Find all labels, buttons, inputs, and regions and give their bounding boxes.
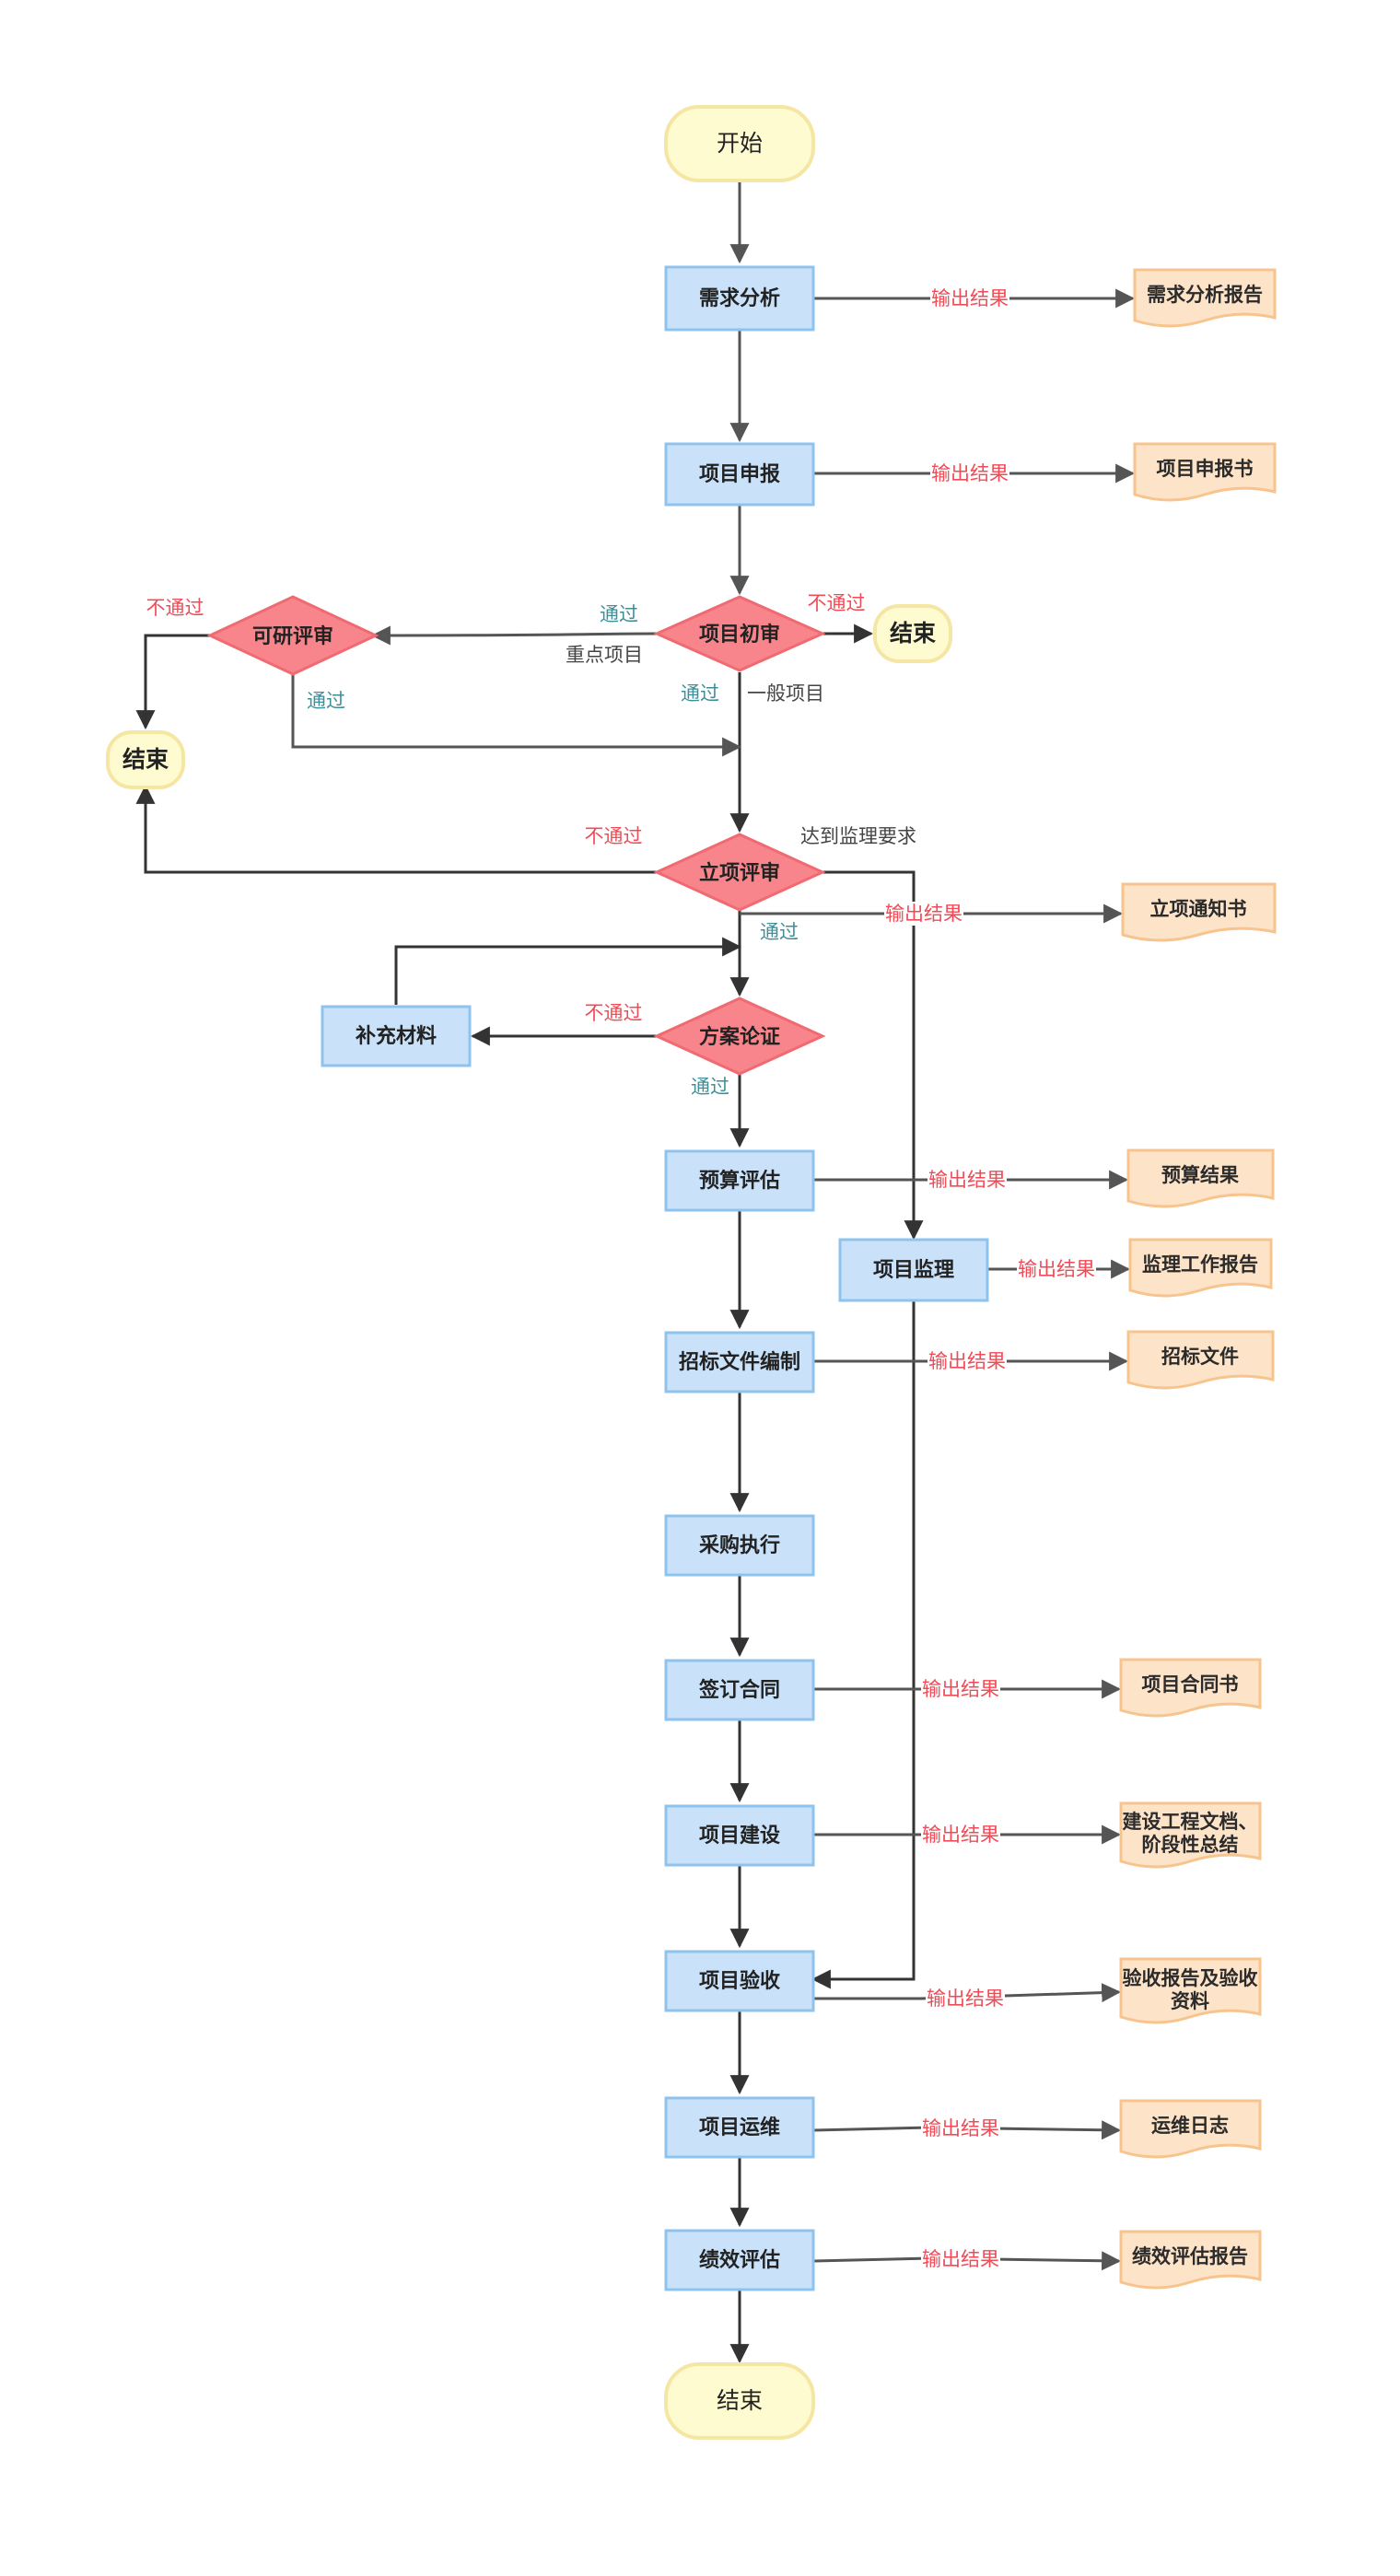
edge-label-feasibility-fail: 不通过 [146,597,204,619]
doc-budget-result: 预算结果 [1126,1148,1275,1208]
edge-label-initial-key-pass: 通过 [600,603,638,625]
doc-construction-docs-line2: 阶段性总结 [1142,1834,1239,1856]
process-budget-evaluation: 预算评估 [664,1149,815,1212]
edge-label-feasibility-pass: 通过 [307,690,345,712]
doc-budget-result-label: 预算结果 [1161,1164,1239,1186]
doc-approval-notice: 立项通知书 [1121,882,1277,942]
terminal-start-label: 开始 [717,130,763,157]
edge-label-initial-general-pass: 通过 [681,682,719,705]
process-bid-docs: 招标文件编制 [664,1331,815,1393]
process-procurement: 采购执行 [664,1514,815,1577]
doc-supervision-report: 监理工作报告 [1128,1238,1273,1298]
decision-plan-argument-label: 方案论证 [699,1025,780,1049]
process-contract: 签订合同 [664,1659,815,1721]
edge-label-output-supervision: 输出结果 [1018,1258,1095,1280]
doc-acceptance-docs-line1: 验收报告及验收 [1123,1967,1258,1989]
process-operation: 项目运维 [664,2096,815,2159]
edge-out-acceptance [813,1983,1122,2003]
decision-feasibility-review-label: 可研评审 [252,624,333,648]
terminal-end-main: 结束 [664,2362,815,2440]
doc-contract-book-label: 项目合同书 [1142,1673,1239,1696]
process-operation-label: 项目运维 [699,2116,780,2139]
edge-label-output-declaration: 输出结果 [931,462,1009,484]
edge-label-output-operation: 输出结果 [922,2117,999,2139]
process-performance: 绩效评估 [664,2229,815,2291]
doc-contract-book: 项目合同书 [1119,1658,1262,1718]
process-demand-analysis-label: 需求分析 [699,287,780,310]
process-bid-docs-label: 招标文件编制 [679,1350,800,1374]
process-procurement-label: 采购执行 [699,1533,780,1557]
process-supplement-materials: 补充材料 [321,1005,472,1067]
process-supervision-label: 项目监理 [873,1258,954,1282]
edge-approval-supervision [822,870,924,1241]
process-project-declaration-label: 项目申报 [699,463,780,486]
doc-acceptance-docs-line2: 资料 [1171,1990,1209,2012]
terminal-end-main-label: 结束 [717,2387,763,2414]
edge-labels: 输出结果 输出结果 输出结果 输出结果 输出结果 输出结果 输出结果 输出结果 … [146,286,1096,2271]
edge-label-plan-fail: 不通过 [585,1002,643,1024]
edge-label-output-budget: 输出结果 [928,1169,1006,1191]
process-budget-evaluation-label: 预算评估 [699,1169,780,1193]
edge-label-approval-pass: 通过 [760,921,799,943]
terminal-end-left-label: 结束 [122,746,169,773]
edge-supervision-acceptance [811,1300,916,1989]
edge-label-output-construction: 输出结果 [922,1824,999,1846]
edge-feasibility-pass-merge [291,674,742,757]
process-supplement-materials-label: 补充材料 [355,1024,437,1048]
edge-label-output-approval: 输出结果 [885,903,962,925]
doc-construction-docs-line1: 建设工程文档、 [1123,1811,1258,1833]
edge-approval-end-fail [135,784,657,874]
edge-label-output-demand: 输出结果 [931,287,1009,309]
process-acceptance-label: 项目验收 [699,1969,780,1993]
decision-initial-review-label: 项目初审 [699,623,780,647]
decision-initial-review: 项目初审 [653,595,826,672]
process-performance-label: 绩效评估 [699,2248,780,2272]
process-project-declaration: 项目申报 [664,442,815,507]
doc-performance-report-label: 绩效评估报告 [1132,2245,1248,2267]
edge-label-key-project: 重点项目 [566,644,643,666]
edge-label-general-project: 一般项目 [747,682,824,705]
decision-feasibility-review: 可研评审 [206,595,379,676]
edge-feasibility-end-fail [135,634,210,730]
terminal-end-left: 结束 [106,730,185,789]
terminal-end-initial-label: 结束 [890,620,937,647]
edge-label-output-contract: 输出结果 [922,1678,999,1700]
doc-supervision-report-label: 监理工作报告 [1142,1253,1258,1276]
process-acceptance: 项目验收 [664,1950,815,2012]
doc-bid-file: 招标文件 [1126,1330,1275,1390]
edge-label-initial-fail: 不通过 [808,592,866,614]
decision-approval-review-label: 立项评审 [699,861,780,885]
decision-approval-review: 立项评审 [653,833,826,912]
doc-demand-report: 需求分析报告 [1133,268,1277,328]
doc-performance-report: 绩效评估报告 [1119,2230,1262,2290]
doc-declaration-book-label: 项目申报书 [1157,458,1254,480]
edge-label-output-acceptance: 输出结果 [927,1987,1004,2010]
doc-approval-notice-label: 立项通知书 [1150,898,1247,920]
doc-demand-report-label: 需求分析报告 [1147,284,1263,306]
edge-label-meets-supervision: 达到监理要求 [800,825,916,847]
terminal-start: 开始 [664,105,815,182]
terminal-end-initial: 结束 [873,604,952,663]
edge-label-output-bid: 输出结果 [928,1350,1006,1372]
process-contract-label: 签订合同 [698,1678,780,1702]
edge-supplement-back [394,937,742,1005]
process-construction-label: 项目建设 [699,1824,780,1847]
process-supervision: 项目监理 [838,1238,989,1302]
process-construction: 项目建设 [664,1804,815,1867]
doc-construction-docs: 建设工程文档、 阶段性总结 [1119,1801,1262,1869]
doc-operation-log: 运维日志 [1119,2099,1262,2159]
edge-label-approval-fail: 不通过 [585,825,643,847]
edge-initial-feasibility [370,625,658,646]
edge-label-output-performance: 输出结果 [922,2248,999,2270]
doc-bid-file-label: 招标文件 [1161,1346,1239,1368]
doc-operation-log-label: 运维日志 [1151,2115,1229,2137]
decision-plan-argument: 方案论证 [653,997,826,1076]
process-demand-analysis: 需求分析 [664,265,815,332]
doc-acceptance-docs: 验收报告及验收 资料 [1119,1957,1262,2024]
edge-label-plan-pass: 通过 [691,1076,729,1098]
doc-declaration-book: 项目申报书 [1133,442,1277,502]
